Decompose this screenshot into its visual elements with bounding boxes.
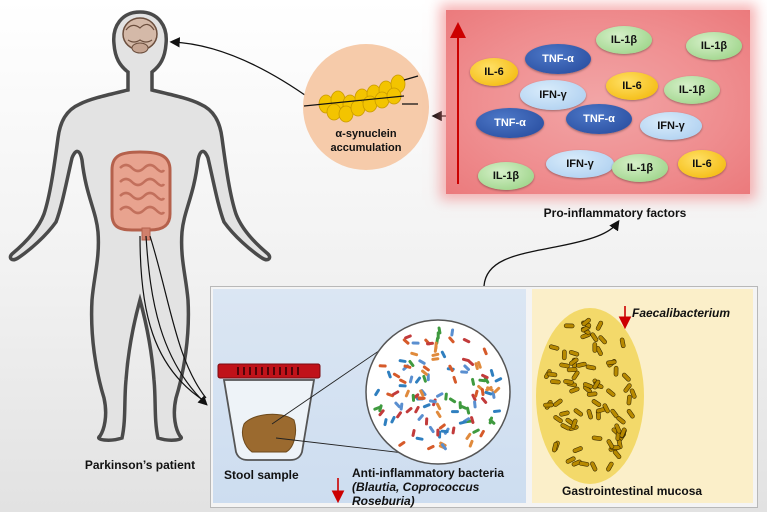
bacteria-magnifier bbox=[365, 319, 511, 465]
anti-bacteria-title: Anti-inflammatory bacteria bbox=[352, 466, 505, 480]
faecalibacterium-label: Faecalibacterium bbox=[632, 306, 731, 320]
cytokine-il1b-11: IL-1β bbox=[478, 162, 534, 190]
cytokine-tnf-2: TNF-α bbox=[525, 44, 591, 74]
cytokine-il1b-1: IL-1β bbox=[686, 32, 742, 60]
patient-label: Parkinson’s patient bbox=[84, 458, 196, 472]
synuclein-label-line1: α-synuclein bbox=[335, 128, 397, 140]
cytokine-il1b-5: IL-1β bbox=[664, 76, 720, 104]
stool-container-icon bbox=[217, 363, 321, 461]
anti-bacteria-genera-1: (Blautia, Coprococcus bbox=[352, 480, 480, 494]
cytokine-ifn-9: IFN-γ bbox=[640, 112, 702, 140]
intestine-icon bbox=[110, 150, 172, 241]
gi-mucosa-label: Gastrointestinal mucosa bbox=[562, 484, 703, 498]
cytokine-il6-3: IL-6 bbox=[470, 58, 518, 86]
anti-bacteria-genera-2: Roseburia) bbox=[352, 494, 415, 508]
cytokine-il1b-12: IL-1β bbox=[612, 154, 668, 182]
pro-inflammatory-label: Pro-inflammatory factors bbox=[543, 206, 687, 220]
cytokine-tnf-7: TNF-α bbox=[476, 108, 544, 138]
cytokine-il1b-0: IL-1β bbox=[596, 26, 652, 54]
cytokine-ifn-6: IFN-γ bbox=[520, 80, 586, 110]
cytokine-ifn-10: IFN-γ bbox=[546, 150, 614, 178]
synuclein-label-line2: accumulation bbox=[330, 142, 402, 154]
brain-icon bbox=[122, 17, 158, 54]
cytokine-il6-13: IL-6 bbox=[678, 150, 726, 178]
cytokine-il6-4: IL-6 bbox=[606, 72, 658, 100]
stool-label: Stool sample bbox=[224, 468, 299, 482]
cytokine-tnf-8: TNF-α bbox=[566, 104, 632, 134]
